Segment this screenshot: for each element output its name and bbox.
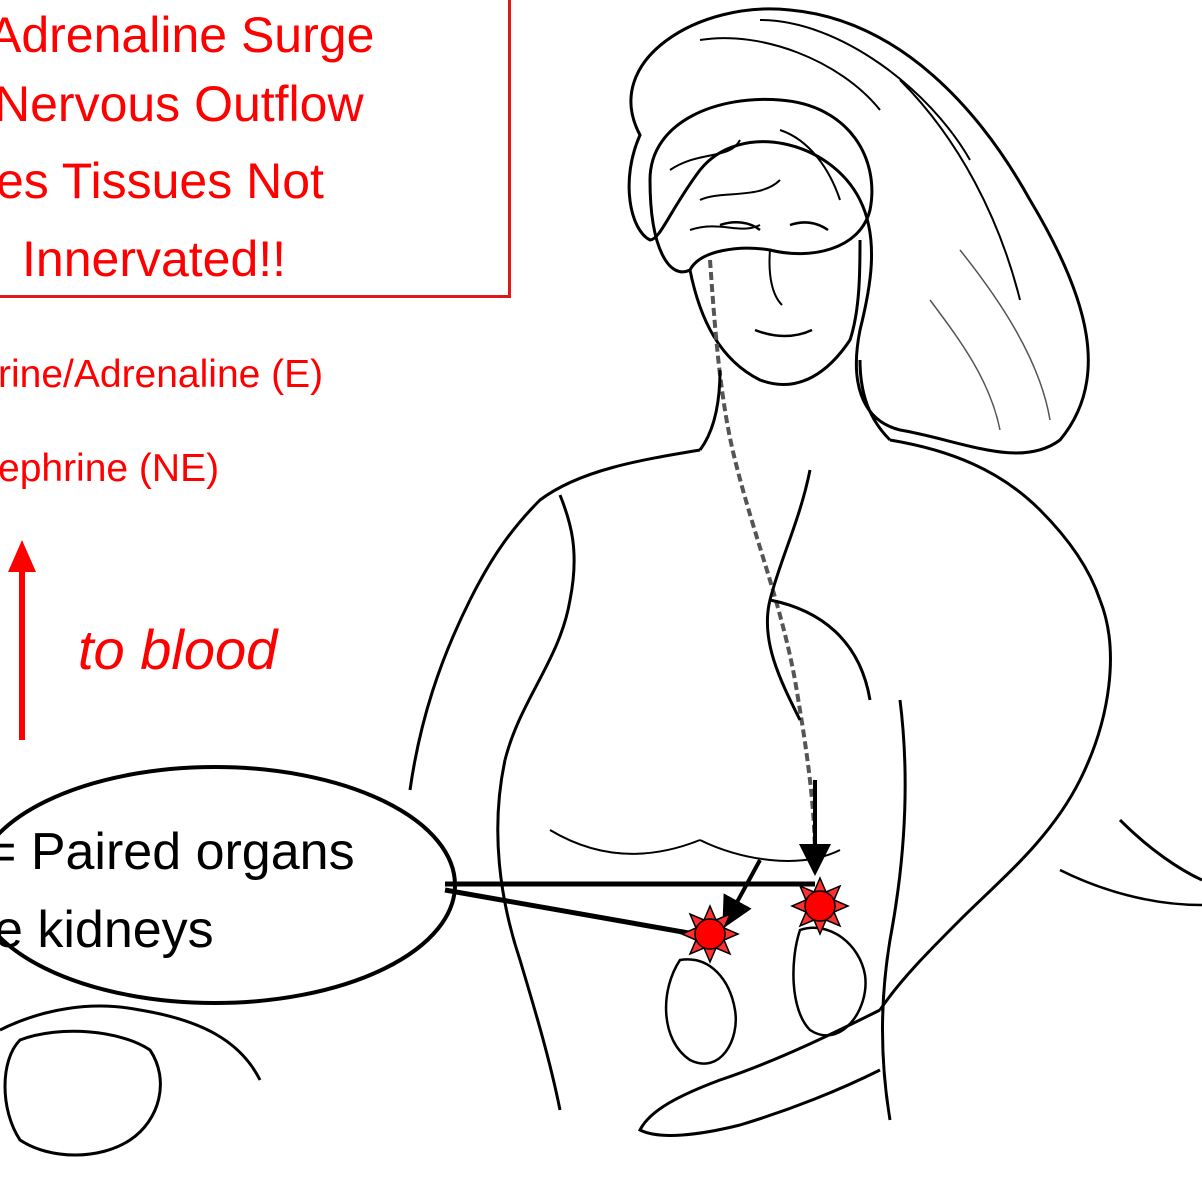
adrenal-gland-left	[682, 906, 738, 962]
organ-note-line-1: = Paired organs	[0, 822, 355, 882]
organ-note-oval	[0, 767, 455, 1003]
spinal-cord	[710, 260, 815, 860]
right-arm	[880, 600, 1110, 1010]
torso-left	[498, 760, 560, 1110]
callout-line-2: Nervous Outflow	[0, 73, 364, 135]
kidney-left	[666, 959, 736, 1063]
tank-top	[505, 470, 810, 760]
brain-outline	[650, 99, 872, 271]
callout-line-3: es Tissues Not	[0, 150, 324, 212]
shoulder-right	[890, 440, 1100, 600]
shoulder-left	[470, 450, 700, 600]
to-blood-label: to blood	[78, 617, 277, 682]
kidney-right	[793, 928, 865, 1036]
organ-note-line-2: e kidneys	[0, 900, 214, 960]
hand-right	[640, 1010, 880, 1135]
leader-line-left	[445, 890, 700, 935]
callout-line-1: Adrenaline Surge	[0, 4, 374, 66]
norepinephrine-label: ephrine (NE)	[0, 447, 219, 491]
callout-line-4: Innervated!!	[22, 228, 286, 290]
epinephrine-label: rine/Adrenaline (E)	[0, 353, 323, 397]
torso-right	[883, 700, 906, 1120]
left-fist	[5, 1031, 160, 1155]
adrenal-gland-right	[792, 878, 848, 934]
nerve-arrow-left	[730, 860, 760, 915]
to-blood-arrow-head	[8, 540, 36, 572]
